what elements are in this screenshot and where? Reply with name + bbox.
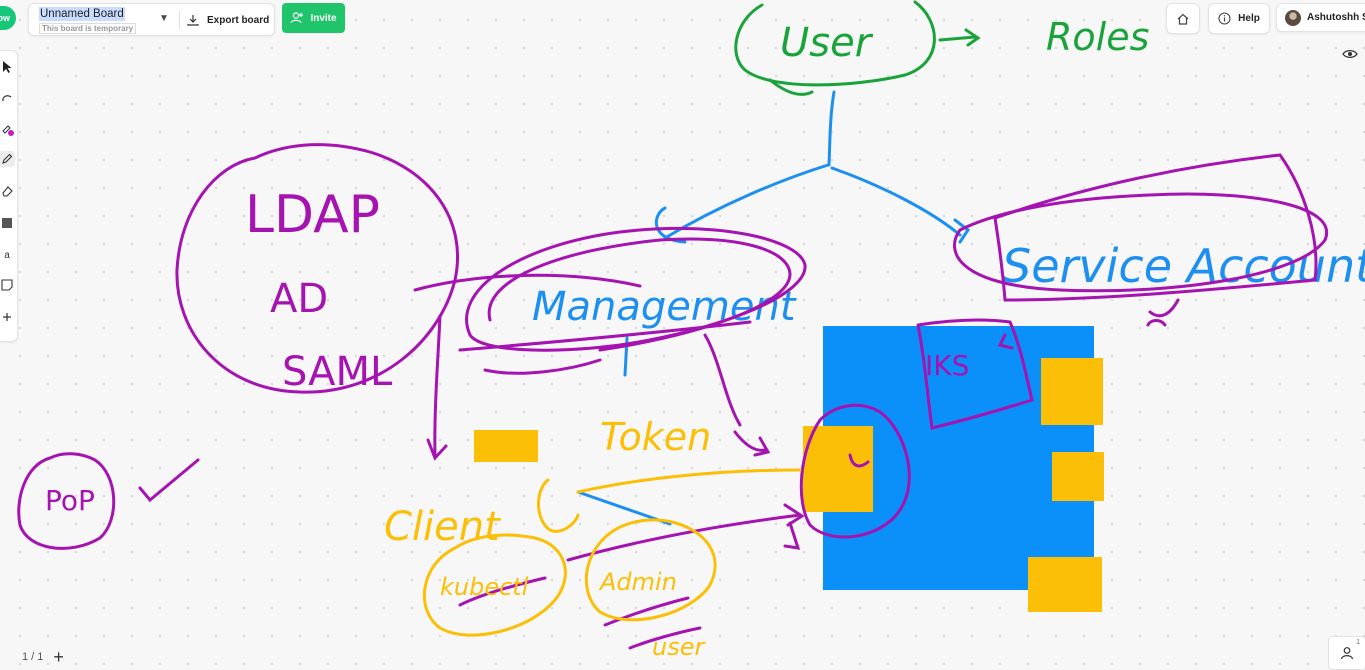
text-tool-label: a [4, 249, 10, 261]
yellow-ink-stroke[interactable] [423, 468, 802, 637]
lasso-tool[interactable] [0, 91, 15, 107]
more-tools[interactable] [0, 309, 15, 325]
user-menu-button[interactable]: Ashutoshh Sin [1276, 3, 1365, 32]
handwriting-token: Token [600, 415, 711, 459]
export-board-button[interactable]: Export board [187, 11, 269, 29]
info-icon [1218, 12, 1231, 25]
handwriting-user-small: user [652, 633, 706, 661]
user-icon [1340, 647, 1354, 660]
handwriting-saml: SAML [282, 349, 393, 395]
eraser-tool[interactable] [0, 183, 15, 199]
sticky-note[interactable] [1041, 358, 1103, 425]
home-button[interactable] [1166, 3, 1200, 34]
invite-label: Invite [310, 12, 337, 24]
handwriting-service-account: Service Account [1002, 239, 1365, 293]
pencil-tool[interactable] [0, 151, 15, 167]
eye-icon[interactable] [1342, 48, 1358, 60]
sticky-note[interactable] [803, 426, 873, 512]
export-board-label: Export board [207, 14, 270, 26]
help-label: Help [1238, 13, 1260, 24]
lasso-icon [2, 95, 12, 102]
download-icon [187, 15, 199, 26]
handwriting-iks: IKS [925, 349, 969, 382]
sticky-note-tool[interactable] [0, 277, 15, 293]
user-ellipse-stroke[interactable] [734, 0, 981, 96]
help-button[interactable]: Help [1208, 3, 1270, 34]
handwriting-user: User [780, 20, 874, 66]
pencil-icon [2, 153, 13, 164]
handwriting-ldap: LDAP [245, 185, 380, 245]
board-name-input[interactable]: Unnamed Board [39, 7, 125, 21]
user-name: Ashutoshh Sin [1307, 12, 1365, 23]
home-icon [1177, 13, 1189, 25]
participants-button[interactable]: 1 [1328, 636, 1365, 670]
handwriting-kubectl: kubectl [440, 573, 529, 601]
purple-ink-stroke[interactable] [17, 143, 1329, 650]
add-user-icon [290, 12, 304, 24]
avatar [1285, 9, 1301, 26]
eraser-icon [2, 186, 13, 197]
page-indicator: 1 / 1 [22, 651, 44, 663]
board-temporary-note: This board is temporary [39, 23, 137, 34]
handwriting-ad: AD [270, 276, 328, 322]
square-icon [2, 218, 12, 228]
handwriting-roles: Roles [1046, 15, 1149, 59]
page-navigation: 1 / 1 + [22, 647, 64, 667]
sticky-note-icon [1, 279, 13, 291]
board-title-panel: Unnamed Board This board is temporary ▼ … [28, 3, 275, 36]
participant-count: 1 [1356, 639, 1360, 646]
sticky-note[interactable] [1052, 452, 1104, 501]
pen-color-icon [2, 125, 14, 136]
add-page-button[interactable]: + [53, 647, 64, 667]
divider [179, 10, 180, 30]
tool-palette: a [0, 50, 18, 342]
handwriting-client: Client [384, 504, 501, 550]
pen-color-tool[interactable] [0, 121, 15, 137]
app-logo[interactable]: ow [0, 6, 16, 30]
sticky-note[interactable] [474, 430, 538, 462]
handwriting-pop: PoP [45, 484, 95, 517]
chevron-down-icon[interactable]: ▼ [159, 13, 169, 24]
sticky-note[interactable] [1028, 557, 1102, 612]
cursor-arrow-icon [3, 61, 12, 73]
shape-tool[interactable] [0, 215, 15, 231]
text-tool[interactable]: a [0, 247, 15, 263]
handwriting-management: Management [532, 284, 797, 330]
invite-button[interactable]: Invite [282, 3, 345, 33]
plus-icon [3, 313, 11, 321]
handwriting-admin: Admin [598, 568, 677, 596]
select-tool[interactable] [0, 59, 15, 75]
